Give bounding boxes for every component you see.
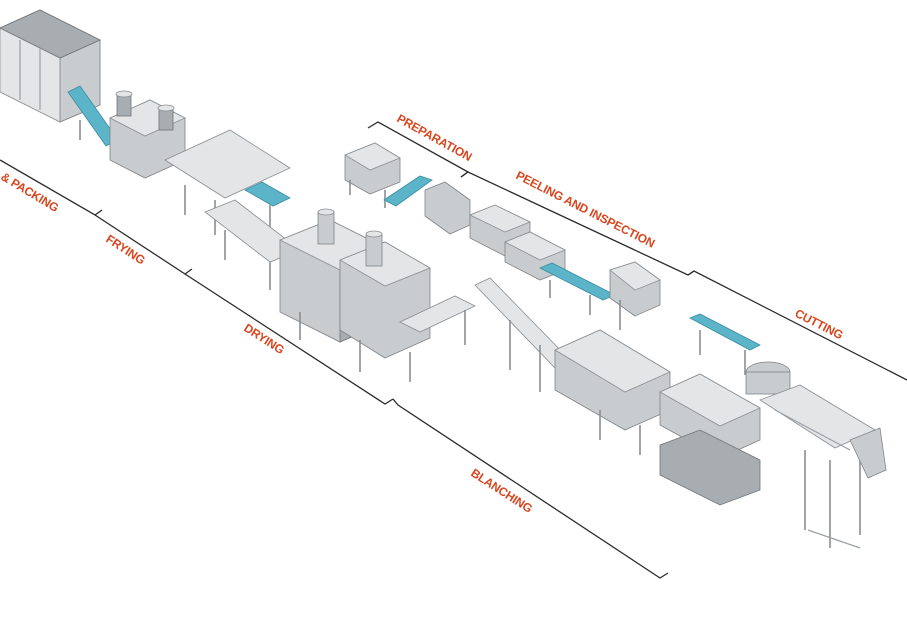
bracket-cutting <box>687 270 907 381</box>
fryer <box>109 90 291 235</box>
stage-label-cutting: CUTTING <box>793 306 846 342</box>
stage-label-drying: DRYING <box>241 321 286 357</box>
blancher <box>474 277 761 506</box>
stage-label-packing: & PACKING <box>0 170 61 215</box>
dryer <box>204 199 476 382</box>
peeling-machine <box>469 204 661 330</box>
bracket-drying <box>184 273 394 405</box>
bracket-blanching <box>392 398 669 579</box>
stage-brackets <box>0 121 907 579</box>
preparation-machine <box>344 142 471 235</box>
packing-machine <box>0 9 119 147</box>
stage-label-frying: FRYING <box>103 232 147 268</box>
machinery <box>0 9 887 549</box>
cutting-machine <box>689 313 887 549</box>
